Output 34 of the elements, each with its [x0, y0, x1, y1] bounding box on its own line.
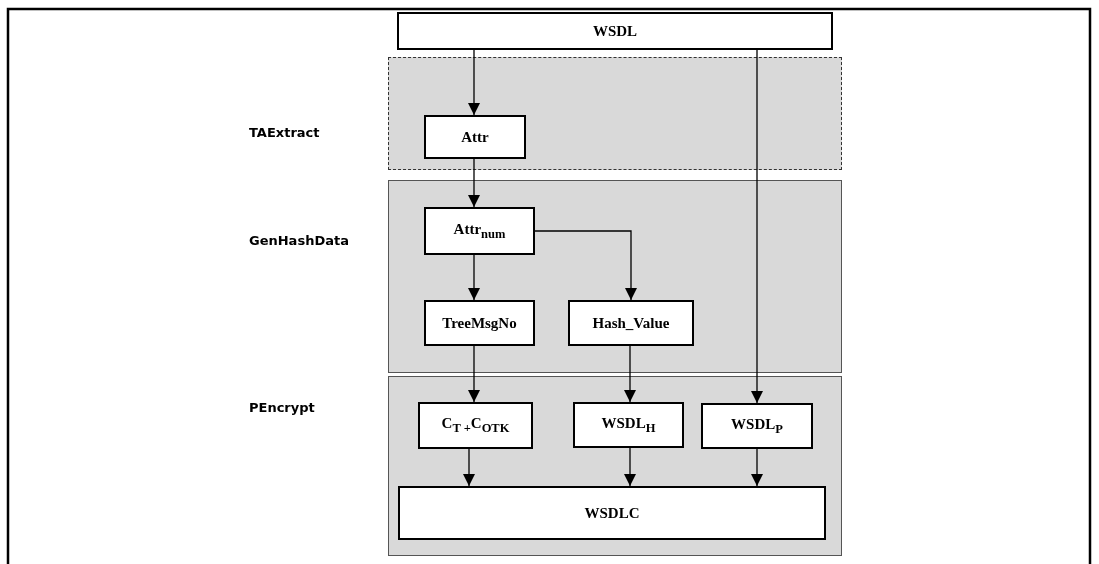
stage-label: PEncrypt: [249, 400, 315, 415]
box-label: WSDL$_{P}$: [731, 415, 783, 437]
process-box: [418, 402, 533, 449]
box-label: Attr$_{num}$: [453, 220, 506, 242]
process-box: [424, 115, 526, 159]
arrow: [624, 447, 636, 487]
stage-panel: [388, 376, 842, 556]
arrow: [468, 254, 480, 301]
process-box: [573, 402, 684, 448]
box-label: WSDL: [592, 22, 638, 40]
arrow: [468, 158, 480, 208]
process-box: [398, 486, 826, 540]
arrow: [468, 345, 480, 403]
arrow: [624, 345, 636, 403]
box-label: WSDL$_{H}$: [601, 414, 656, 436]
box-label: TreeMsgNo: [442, 314, 517, 332]
process-box: [424, 300, 535, 346]
box-label: Hash_Value: [592, 314, 670, 332]
process-box: [701, 403, 813, 449]
box-label: C$_{T +}$C$_{OTK}$: [441, 415, 510, 436]
arrow: [463, 448, 475, 487]
process-box: [397, 12, 833, 50]
arrow: [534, 230, 637, 301]
process-box: [424, 207, 535, 255]
process-box: [568, 300, 694, 346]
stage-label: GenHashData: [249, 233, 349, 248]
stage-label: TAExtract: [249, 125, 320, 140]
stage-panel: [388, 180, 842, 373]
arrow: [751, 49, 763, 404]
arrow: [751, 448, 763, 487]
stage-panel: [388, 57, 842, 170]
box-label: Attr: [461, 128, 489, 146]
box-label: WSDLC: [584, 504, 640, 522]
arrow: [468, 49, 480, 116]
